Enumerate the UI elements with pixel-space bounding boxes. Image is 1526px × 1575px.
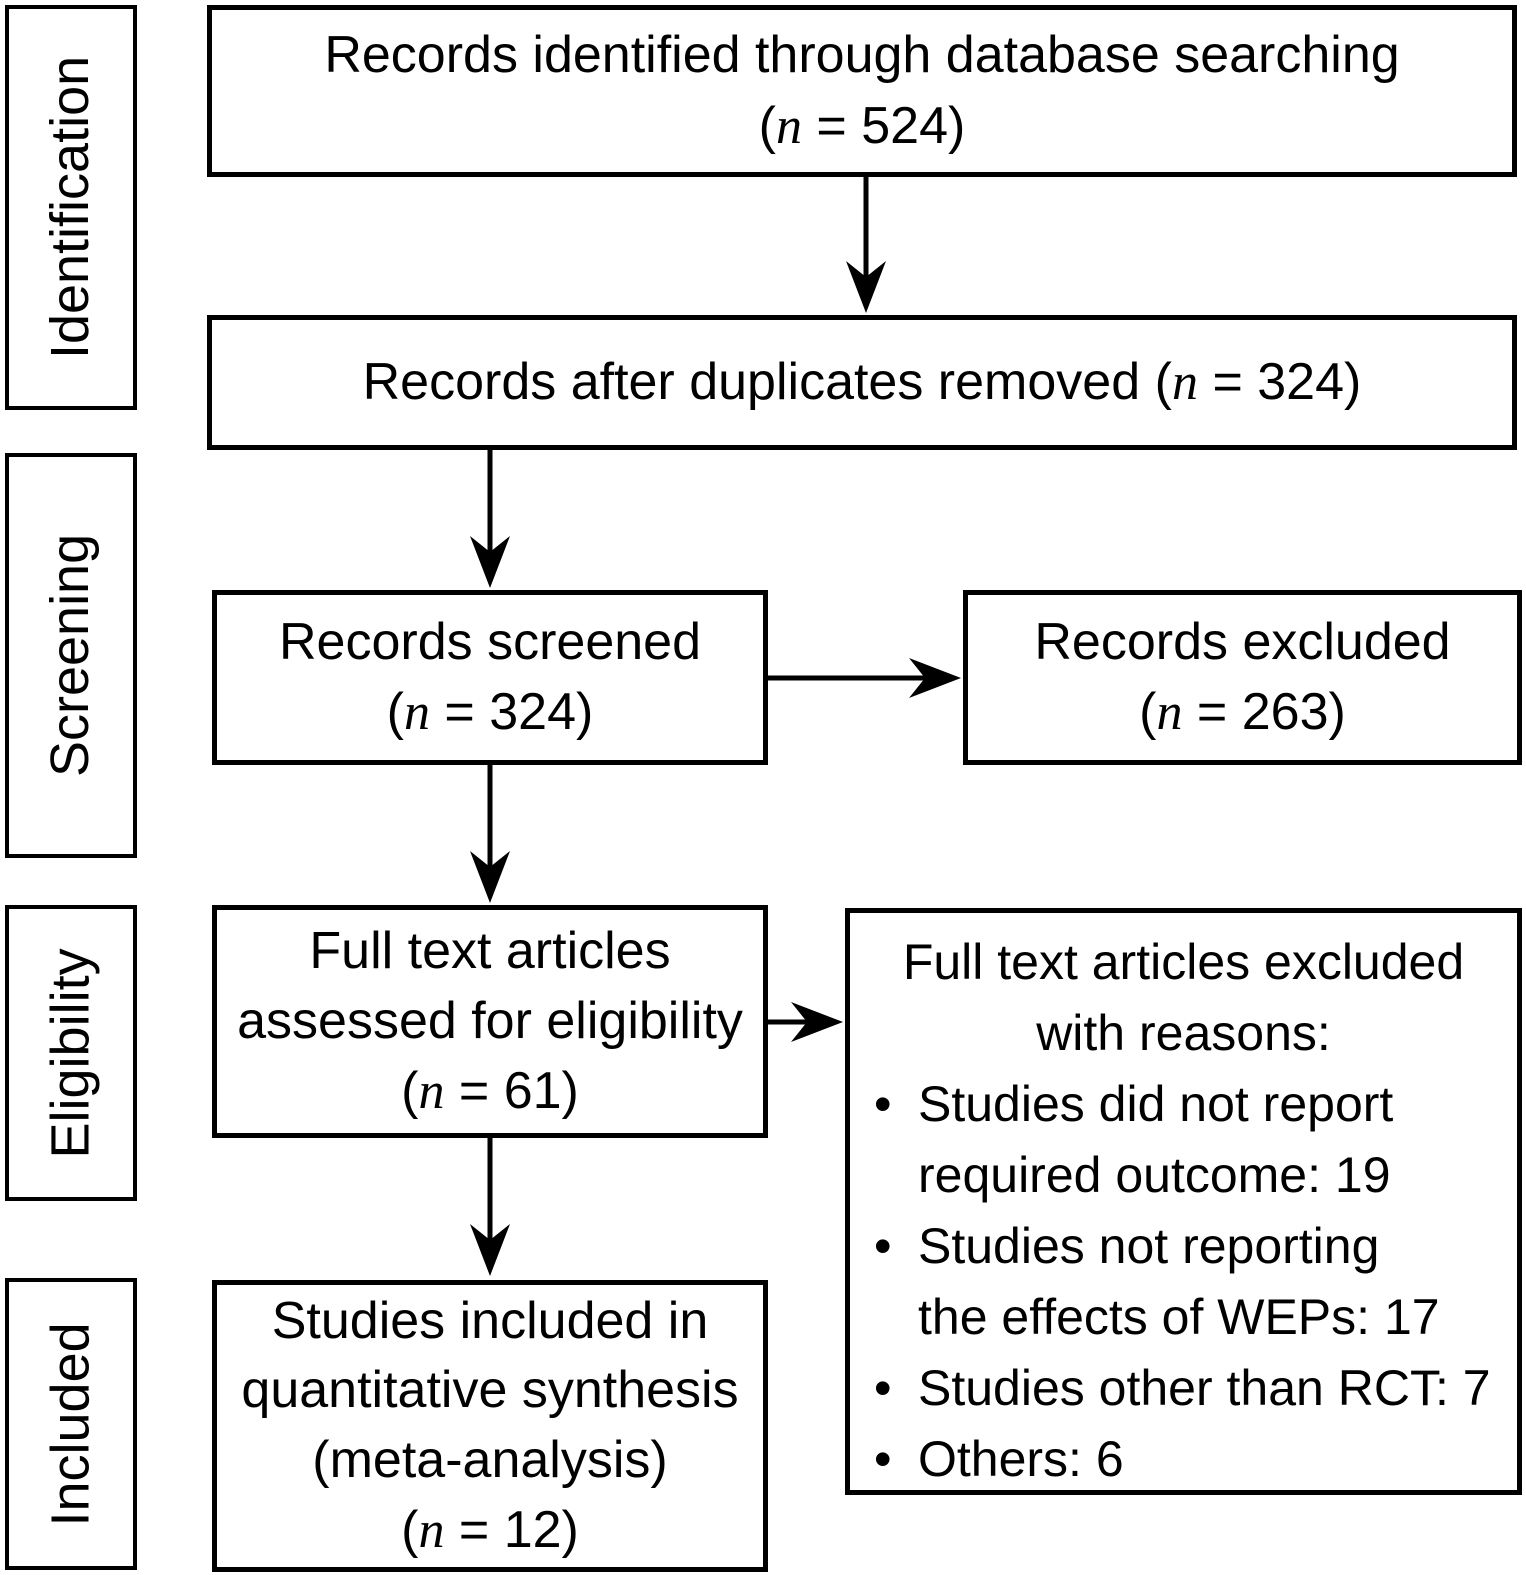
stage-label-included: Included	[40, 1321, 101, 1527]
n-symbol: n	[775, 97, 802, 155]
exclusion-reason-text: Studies other than RCT: 7	[918, 1360, 1491, 1416]
n-value: 524	[861, 96, 949, 155]
box-records-identified-title: Records identified through database sear…	[324, 26, 1400, 85]
arrow-deduplicated-to-screened	[470, 450, 510, 588]
bullet-icon: •	[874, 1431, 892, 1487]
box-fulltext-assessed-title: Full text articles assessed for eligibil…	[237, 921, 743, 1050]
box-records-excluded-title: Records excluded	[1034, 612, 1451, 671]
box-records-screened-title: Records screened	[279, 612, 701, 671]
box-fulltext-excluded: Full text articles excluded with reasons…	[845, 908, 1522, 1495]
n-symbol: n	[1156, 684, 1183, 741]
stage-box-identification: Identification	[5, 5, 137, 410]
box-studies-included: Studies included in quantitative synthes…	[212, 1280, 768, 1572]
n-value: 324	[1257, 352, 1345, 411]
arrow-screened-to-fulltext	[470, 765, 510, 903]
n-value: 263	[1241, 683, 1329, 741]
exclusion-reason-text: Studies did not report required outcome:…	[918, 1076, 1394, 1203]
box-records-screened: Records screened (n = 324)	[212, 590, 768, 765]
box-studies-included-count: (n = 12)	[401, 1500, 579, 1559]
stage-box-screening: Screening	[5, 453, 137, 858]
box-fulltext-assessed-count: (n = 61)	[401, 1062, 579, 1121]
stage-label-screening: Screening	[40, 533, 101, 778]
box-records-excluded: Records excluded (n = 263)	[963, 590, 1522, 765]
exclusion-reason-text: Studies not reporting the effects of WEP…	[918, 1218, 1440, 1345]
box-fulltext-excluded-title: Full text articles excluded with reasons…	[902, 934, 1465, 1061]
box-records-identified-count: (n = 524)	[758, 96, 966, 155]
n-symbol: n	[1172, 353, 1198, 411]
bullet-icon: •	[874, 1360, 892, 1416]
n-symbol: n	[418, 1501, 445, 1559]
box-records-deduplicated: Records after duplicates removed(n = 324…	[207, 315, 1517, 450]
box-records-screened-count: (n = 324)	[386, 683, 594, 741]
box-studies-included-title: Studies included in quantitative synthes…	[241, 1291, 739, 1489]
n-value: 12	[503, 1500, 562, 1559]
n-symbol: n	[403, 684, 430, 741]
box-records-deduplicated-count: (n = 324)	[1154, 352, 1362, 411]
exclusion-reason-item: • Others: 6	[864, 1424, 1503, 1495]
arrow-screened-to-excluded	[768, 658, 961, 698]
arrow-identified-to-deduplicated	[846, 177, 886, 313]
bullet-icon: •	[874, 1218, 892, 1274]
stage-box-eligibility: Eligibility	[5, 905, 137, 1201]
exclusion-reasons-list: • Studies did not report required outcom…	[864, 1069, 1503, 1495]
bullet-icon: •	[874, 1076, 892, 1132]
exclusion-reason-item: • Studies not reporting the effects of W…	[864, 1211, 1503, 1353]
exclusion-reason-text: Others: 6	[918, 1431, 1124, 1487]
exclusion-reason-item: • Studies other than RCT: 7	[864, 1353, 1503, 1424]
box-records-excluded-count: (n = 263)	[1139, 683, 1346, 741]
stage-box-included: Included	[5, 1278, 137, 1570]
arrow-fulltext-to-fulltext-excluded	[768, 1002, 843, 1042]
n-symbol: n	[418, 1063, 445, 1121]
exclusion-reason-item: • Studies did not report required outcom…	[864, 1069, 1503, 1211]
box-records-identified: Records identified through database sear…	[207, 5, 1517, 177]
arrow-fulltext-to-included	[470, 1138, 510, 1276]
stage-label-eligibility: Eligibility	[40, 947, 101, 1159]
box-records-deduplicated-title: Records after duplicates removed(n = 324…	[362, 352, 1362, 411]
stage-label-identification: Identification	[40, 55, 101, 360]
box-fulltext-assessed: Full text articles assessed for eligibil…	[212, 905, 768, 1138]
n-value: 61	[503, 1062, 562, 1121]
n-value: 324	[489, 683, 577, 741]
